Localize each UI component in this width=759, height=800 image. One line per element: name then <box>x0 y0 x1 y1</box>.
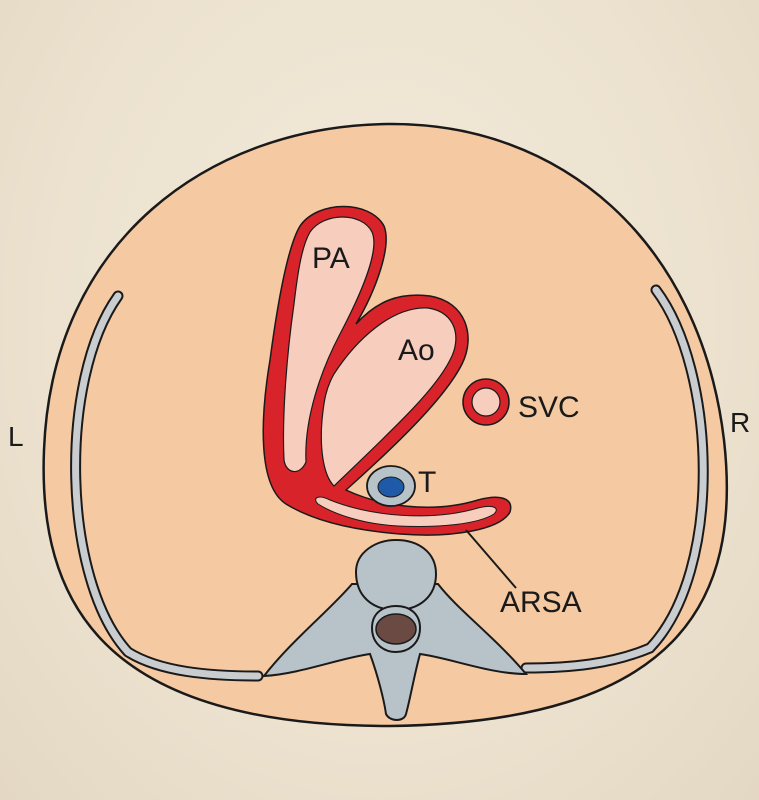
arsa-lumen <box>315 496 497 527</box>
left-rib-fill <box>72 292 262 680</box>
arsa-leader-line <box>465 529 517 589</box>
trachea-lumen <box>377 476 405 498</box>
label-pa: PA <box>312 242 350 275</box>
spinal-cord <box>375 613 417 645</box>
svc-vessel-lumen <box>471 387 501 417</box>
label-arsa: ARSA <box>500 586 582 619</box>
label-ao: Ao <box>398 334 435 367</box>
aorta-lumen <box>320 307 457 487</box>
label-trachea: T <box>418 466 436 499</box>
label-svc: SVC <box>518 391 580 424</box>
right-rib-fill <box>522 286 707 672</box>
vertebral-body <box>354 538 438 612</box>
pulmonary-artery-lumen <box>282 216 375 473</box>
label-left: L <box>8 421 24 452</box>
label-right: R <box>730 407 750 438</box>
